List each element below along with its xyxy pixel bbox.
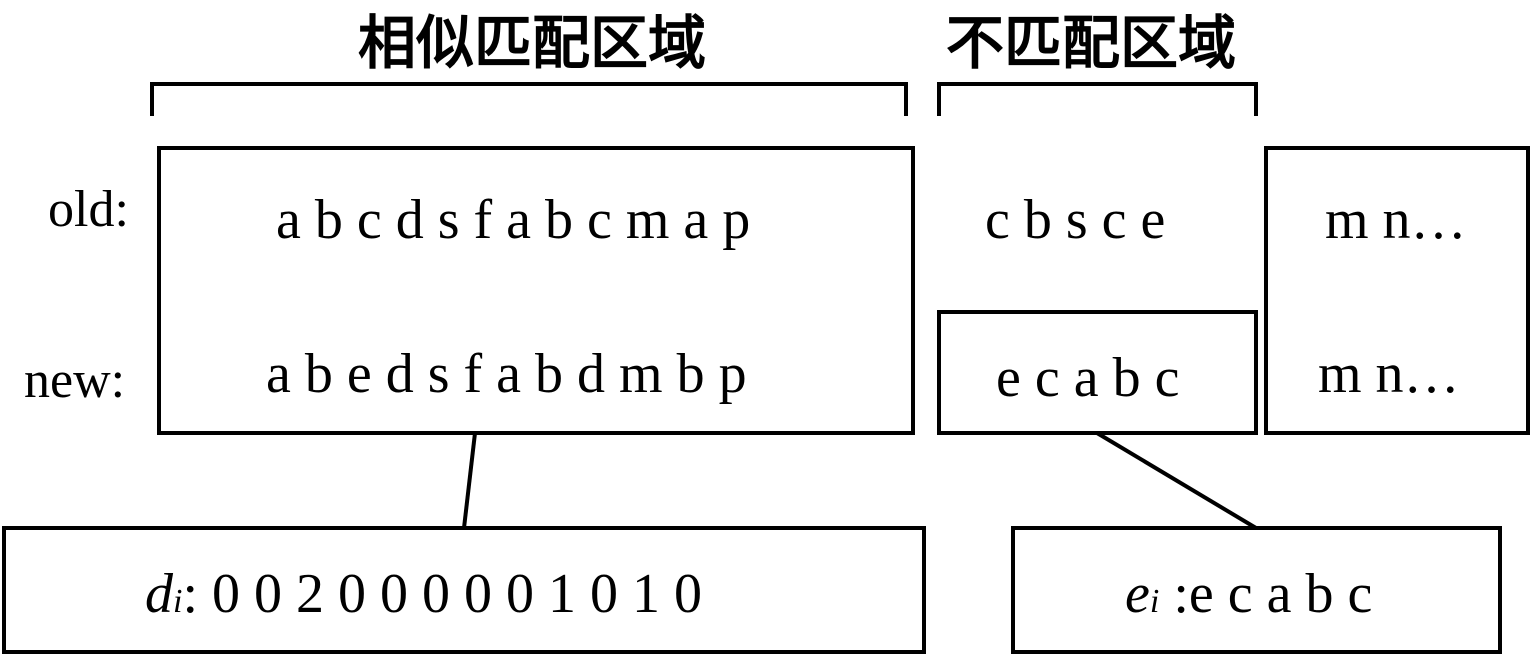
diff-values: 0 0 2 0 0 0 0 0 1 0 1 0: [212, 563, 703, 625]
extra-subscript: i: [1149, 583, 1160, 620]
mismatch-to-extra-connector: [1095, 431, 1258, 530]
similar-match-box: [157, 146, 915, 435]
diff-symbol: d: [145, 563, 173, 625]
new-row-label: new:: [24, 352, 126, 409]
diff-separator: :: [182, 563, 199, 625]
remaining-new-sequence: m n…: [1318, 343, 1460, 405]
diff-output-text: di: 0 0 2 0 0 0 0 0 1 0 1 0: [145, 566, 702, 622]
extra-values: e c a b c: [1188, 563, 1373, 625]
mismatch-old-sequence: c b s c e: [985, 189, 1166, 251]
diff-output-box: [2, 526, 926, 654]
similar-new-sequence: a b e d s f a b d m b p: [266, 343, 747, 405]
extra-output-box: [1011, 526, 1502, 654]
mismatch-region-title: 不匹配区域: [946, 9, 1237, 77]
similar-region-title: 相似匹配区域: [358, 9, 707, 77]
extra-output-text: ei :e c a b c: [1125, 566, 1372, 622]
mismatch-new-sequence: e c a b c: [996, 347, 1180, 409]
diff-subscript: i: [173, 583, 183, 620]
similar-old-sequence: a b c d s f a b c m a p: [276, 189, 751, 251]
extra-symbol: e: [1125, 563, 1150, 625]
similar-to-diff-connector: [462, 432, 477, 529]
extra-separator: :: [1159, 563, 1189, 625]
mismatch-region-bracket: [937, 82, 1258, 116]
remaining-old-sequence: m n…: [1325, 189, 1467, 251]
similar-region-bracket: [150, 82, 908, 116]
old-row-label: old:: [48, 181, 129, 238]
mismatch-new-box: [937, 310, 1258, 435]
remaining-box: [1264, 146, 1530, 435]
